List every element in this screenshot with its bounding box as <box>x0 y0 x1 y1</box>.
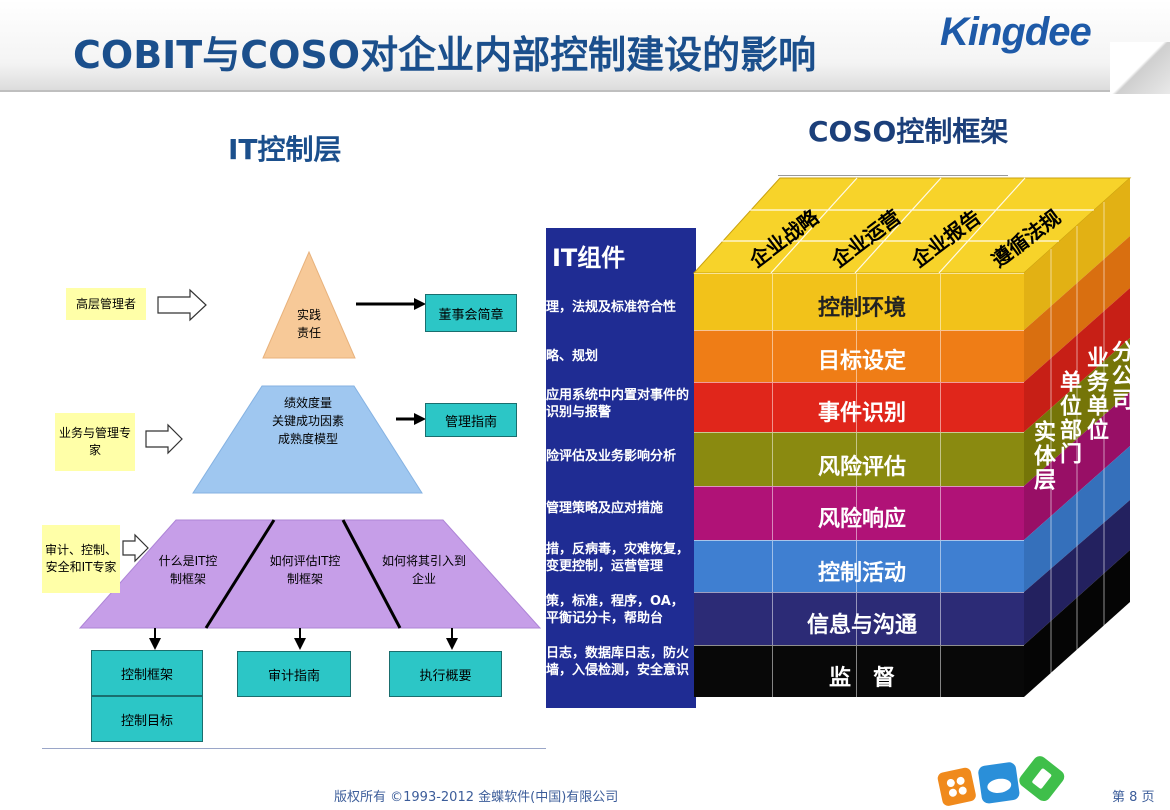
cube-layer-monitoring: 监 督 <box>694 645 1024 697</box>
hollow-arrow-icon <box>122 533 149 563</box>
it-row-4: 险评估及业务影响分析 <box>546 448 677 464</box>
cloud-app-icon <box>978 762 1020 804</box>
it-row-1: 理，法规及标准符合性 <box>546 299 677 315</box>
it-control-layer-title: IT控制层 <box>228 133 342 166</box>
phone-app-icon <box>1019 756 1065 802</box>
role-box-senior-management: 高层管理者 <box>66 288 146 320</box>
it-components-panel: IT组件 理，法规及标准符合性 略、规划 应用系统中内置对事件的识别与报警 险评… <box>546 228 696 708</box>
role-box-business-experts: 业务与管理专家 <box>55 413 135 471</box>
output-box-management-guidelines: 管理指南 <box>425 403 517 437</box>
hollow-arrow-icon <box>157 288 207 322</box>
pyramid-bottom-text-2: 如何评估IT控制框架 <box>269 554 341 586</box>
cube-side-label-subsidiary: 分公司 <box>1108 340 1133 412</box>
pyramid-top-text: 实践 责任 <box>296 308 321 340</box>
orange-app-icon <box>937 767 976 806</box>
output-box-executive-summary: 执行概要 <box>389 651 502 697</box>
pyramid-middle-text: 绩效度量 关键成功因素 成熟度模型 <box>271 396 344 446</box>
output-box-control-framework: 控制框架 <box>91 650 203 696</box>
cube-layer-event-identification: 事件识别 <box>694 382 1024 432</box>
pyramid-bottom-text-3: 如何将其引入到企业 <box>382 554 467 586</box>
cube-layer-risk-assessment: 风险评估 <box>694 432 1024 486</box>
cube-layer-risk-response: 风险响应 <box>694 486 1024 540</box>
it-row-2: 略、规划 <box>546 348 599 364</box>
it-row-3: 应用系统中内置对事件的识别与报警 <box>546 388 690 420</box>
it-row-6: 措，反病毒，灾难恢复，变更控制，运营管理 <box>546 542 690 574</box>
output-box-board-briefing: 董事会简章 <box>425 294 517 332</box>
cube-side-label-entity: 实体层 <box>1030 420 1055 492</box>
cube-layer-control-environment: 控制环境 <box>694 273 1024 330</box>
cube-layer-objective-setting: 目标设定 <box>694 330 1024 382</box>
copyright-text: 版权所有 ©1993-2012 金蝶软件(中国)有限公司 <box>334 790 619 805</box>
header-bar: COBIT与COSO对企业内部控制建设的影响 Kingdee <box>0 0 1170 94</box>
coso-framework-title: COSO控制框架 <box>808 115 1009 148</box>
left-baseline <box>42 748 546 749</box>
kingdee-logo: Kingdee <box>940 10 1092 54</box>
hollow-arrow-icon <box>145 423 183 455</box>
page-title: COBIT与COSO对企业内部控制建设的影响 <box>73 33 817 77</box>
it-components-title: IT组件 <box>552 244 626 272</box>
output-box-audit-guidelines: 审计指南 <box>237 651 351 697</box>
output-box-control-objectives: 控制目标 <box>91 696 203 742</box>
coso-title-underline <box>778 175 1008 176</box>
role-box-audit-it-experts: 审计、控制、安全和IT专家 <box>42 525 120 593</box>
cube-side-label-business-unit: 业务单位 <box>1083 346 1108 442</box>
pyramid-top-triangle <box>262 250 356 359</box>
pyramid-diagram <box>78 250 542 650</box>
page-number: 第 8 页 <box>1112 790 1155 805</box>
pyramid-bottom-text-1: 什么是IT控制框架 <box>158 554 218 586</box>
app-icons-decoration <box>937 756 1065 806</box>
it-row-7: 策，标准，程序，OA，平衡记分卡，帮助台 <box>546 594 684 626</box>
page-curl-decoration <box>1110 42 1170 94</box>
it-row-5: 管理策略及应对措施 <box>546 500 664 516</box>
cube-side-label-division: 单位部门 <box>1056 370 1081 466</box>
cube-layer-information-communication: 信息与沟通 <box>694 592 1024 645</box>
it-row-8: 日志，数据库日志，防火墙，入侵检测，安全意识 <box>546 646 690 678</box>
pyramid-middle-trapezoid <box>192 385 423 494</box>
cube-layer-control-activities: 控制活动 <box>694 540 1024 592</box>
